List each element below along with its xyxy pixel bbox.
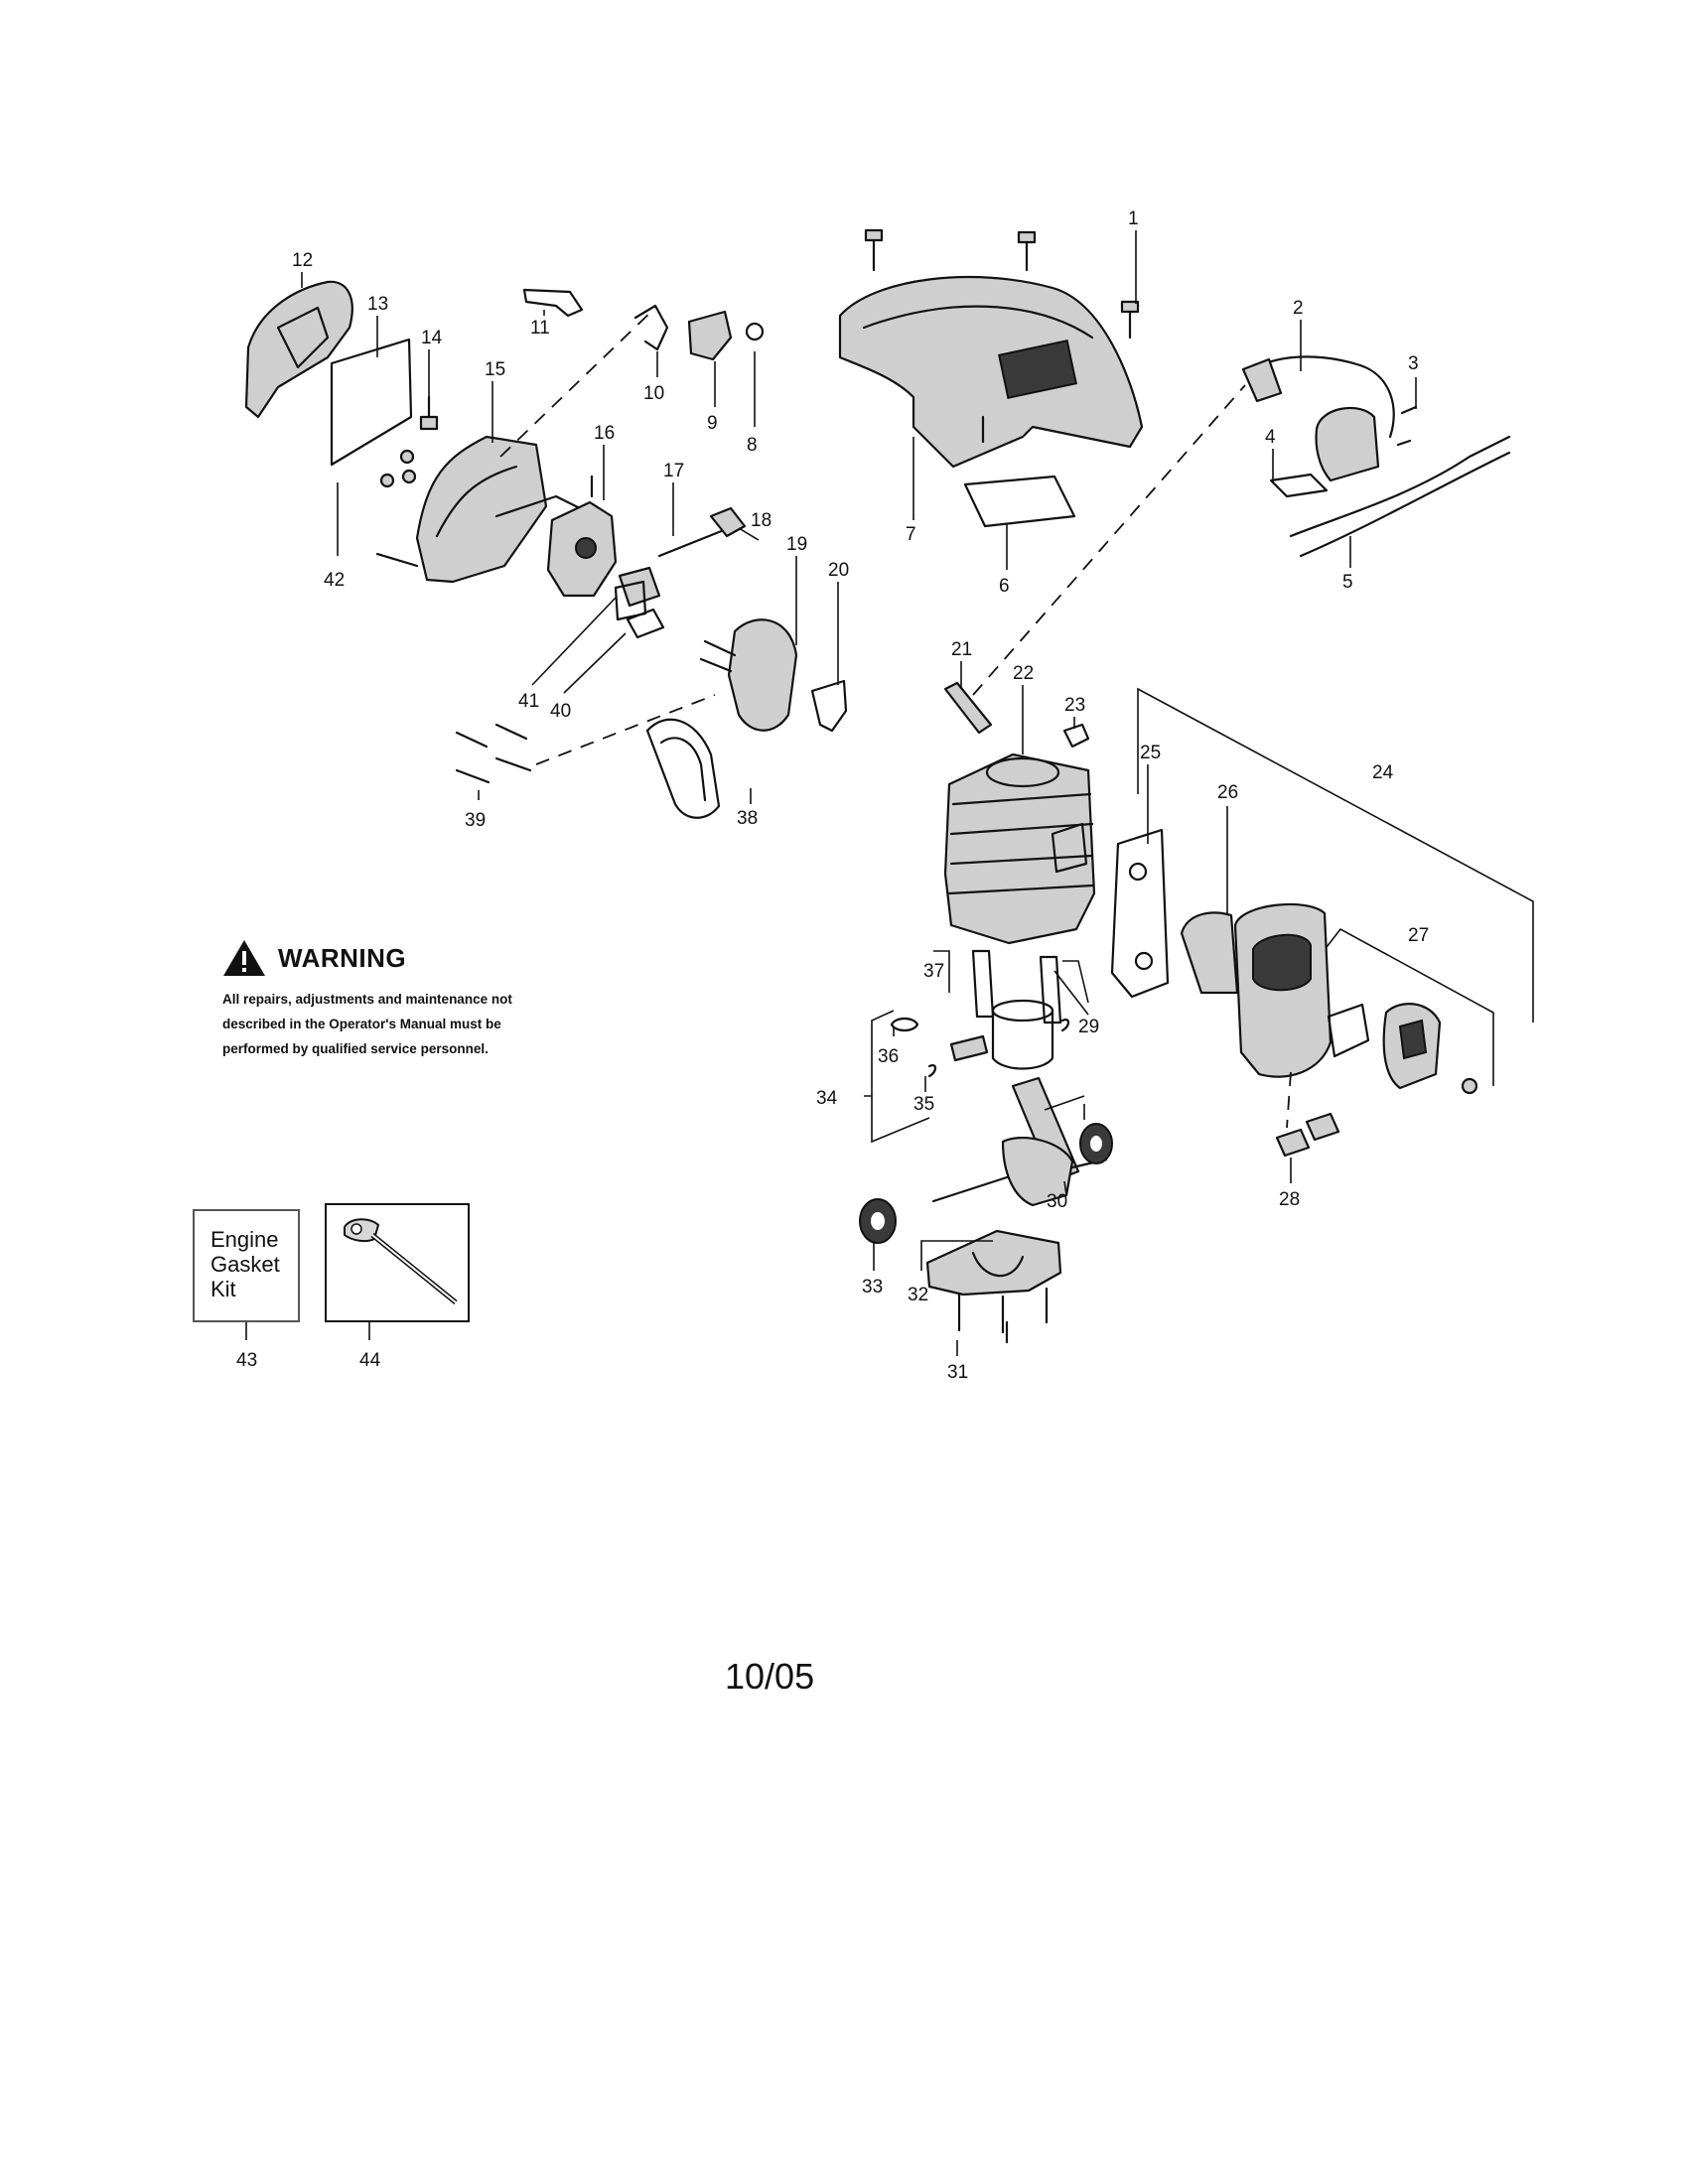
top-cover [838, 275, 1144, 469]
part-number: 38 [737, 808, 758, 829]
air-filter [330, 338, 413, 467]
part-number: 25 [1140, 743, 1161, 763]
intake-plate-20 [810, 679, 848, 733]
muffler [1180, 902, 1333, 1078]
date-code: 10/05 [725, 1656, 815, 1697]
part-number: 44 [359, 1350, 381, 1371]
part-number: 12 [292, 250, 313, 271]
muffler-gasket [1110, 828, 1170, 999]
intake-boot-38 [645, 718, 721, 819]
part-number: 14 [421, 328, 443, 348]
kit-label-line: Engine [210, 1227, 279, 1252]
part-number: 1 [1128, 208, 1139, 229]
leader-lines [245, 230, 1534, 1356]
cover-pad [963, 475, 1076, 528]
warning-triangle-icon [223, 940, 265, 976]
clip-23 [1062, 723, 1090, 749]
part-number: 15 [485, 359, 505, 380]
warning-line: performed by qualified service personnel… [222, 1041, 489, 1056]
part-number: 40 [550, 701, 571, 722]
part-number: 13 [367, 294, 388, 315]
part-number: 3 [1408, 353, 1419, 374]
kit-label-line: Gasket [210, 1252, 280, 1277]
warning-line: All repairs, adjustments and maintenance… [222, 992, 512, 1007]
part-number: 27 [1408, 925, 1429, 946]
warning-title: WARNING [278, 942, 407, 973]
bearing-30 [1079, 1123, 1113, 1164]
screw-14 [419, 395, 439, 431]
warning-line: described in the Operator's Manual must … [222, 1017, 501, 1031]
part-number: 10 [643, 383, 664, 404]
part-number: 21 [951, 639, 972, 660]
crankcase [925, 1229, 1062, 1297]
part-number: 8 [747, 435, 758, 456]
part-number: 39 [465, 810, 486, 831]
part-number: 41 [518, 691, 539, 712]
part-number: 9 [707, 413, 718, 434]
warning-header: WARNING [222, 939, 560, 977]
part-number: 26 [1217, 782, 1238, 803]
part-number: 4 [1265, 427, 1276, 448]
bolts-39 [455, 723, 532, 784]
ignition-module [1241, 355, 1511, 558]
part-number: 33 [862, 1277, 883, 1297]
part-number: 34 [816, 1088, 838, 1109]
gaskets-37-29 [971, 949, 1062, 1024]
spacer-41 [614, 580, 647, 621]
intake-manifold [699, 618, 798, 732]
kit-label-line: Kit [210, 1277, 236, 1301]
part-number: 28 [1279, 1189, 1300, 1210]
part-number: 17 [663, 461, 684, 481]
part-number: 30 [1047, 1191, 1067, 1212]
crankshaft [931, 1076, 1108, 1207]
part-number: 23 [1064, 695, 1085, 716]
carburetor [546, 475, 661, 608]
warning-text: All repairs, adjustments and maintenance… [222, 987, 560, 1061]
cover-screws [864, 228, 1140, 340]
fitting-18 [709, 506, 747, 538]
part-number: 24 [1372, 762, 1394, 783]
part-number: 37 [923, 961, 944, 982]
spark-arrestor-27 [1327, 1003, 1478, 1095]
part-number: 5 [1342, 572, 1353, 593]
screws-31 [957, 1287, 1049, 1344]
throttle-linkage [522, 288, 765, 361]
part-number: 35 [913, 1094, 934, 1115]
tool-box [325, 1203, 470, 1322]
part-number: 36 [878, 1046, 899, 1067]
part-number: 31 [947, 1362, 968, 1383]
screws-28 [1275, 1112, 1340, 1158]
part-number: 29 [1078, 1017, 1099, 1037]
dashed-lines [499, 307, 1292, 1129]
part-number: 19 [786, 534, 807, 555]
warning-notice: WARNING All repairs, adjustments and mai… [222, 939, 560, 1061]
piston [890, 999, 1070, 1078]
part-number: 7 [906, 524, 916, 545]
nuts-42 [379, 449, 417, 488]
part-number: 16 [594, 423, 615, 444]
spark-plug [943, 681, 993, 735]
air-filter-cover [244, 280, 353, 419]
part-number-labels: 1 2 3 4 5 6 7 8 9 10 11 12 13 14 15 16 1… [236, 208, 1429, 1383]
part-number: 20 [828, 560, 849, 581]
rod-17 [657, 526, 731, 558]
part-number: 11 [530, 318, 550, 339]
part-number: 6 [999, 576, 1010, 597]
scrench-tool-icon [344, 1218, 458, 1304]
part-number: 42 [324, 570, 345, 591]
cylinder [943, 752, 1096, 945]
part-number: 32 [908, 1285, 928, 1305]
part-number: 2 [1293, 298, 1304, 319]
bearing-33 [859, 1198, 897, 1244]
part-number: 43 [236, 1350, 257, 1371]
part-number: 22 [1013, 663, 1034, 684]
part-number: 18 [751, 510, 772, 531]
engine-gasket-kit-box: Engine Gasket Kit [193, 1209, 300, 1322]
